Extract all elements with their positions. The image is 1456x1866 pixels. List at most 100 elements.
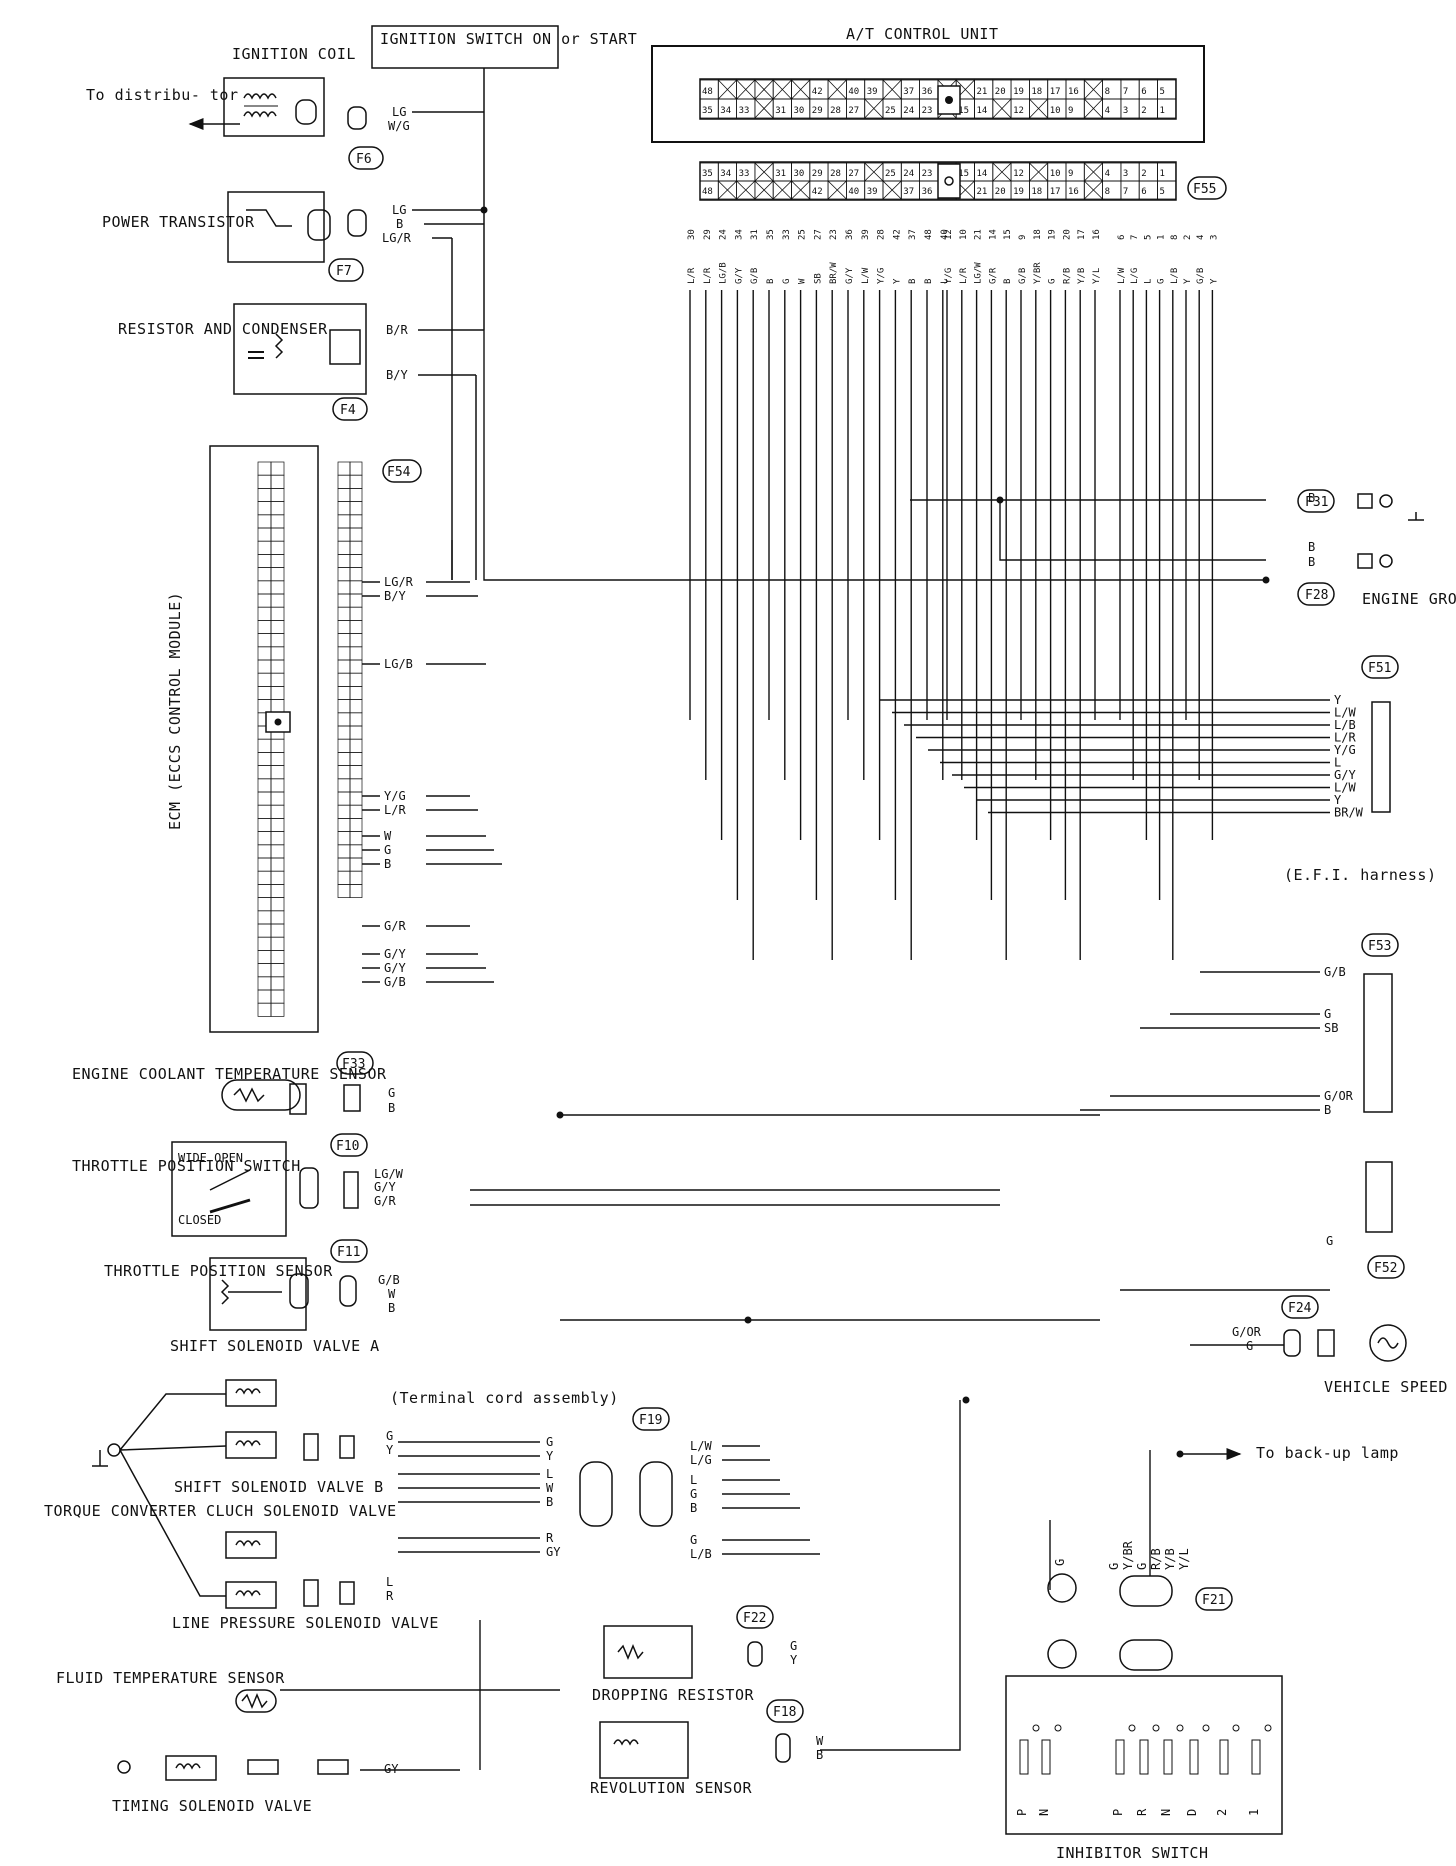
wire-pt-lg: LG: [392, 203, 406, 217]
ecm-wire-label: LG/R: [384, 575, 414, 589]
unit-pin: 3: [1123, 106, 1128, 116]
f53-wire-label: G/B: [1324, 965, 1346, 979]
terminal-number: 14: [988, 229, 998, 240]
wire-f24-gor: G/OR: [1232, 1325, 1262, 1339]
terminal-color: G: [782, 279, 792, 284]
connector-f19: F19: [639, 1413, 662, 1428]
terminal-number: 16: [1092, 229, 1102, 240]
f53-wire-label: G/OR: [1324, 1089, 1354, 1103]
unit-pin: 19: [1013, 87, 1024, 97]
header-pin: 36: [922, 187, 933, 197]
inhibitor-position: 2: [1215, 1809, 1229, 1816]
connector-f24: F24: [1288, 1301, 1312, 1316]
header-pin: 16: [1068, 187, 1079, 197]
terminal-number: 12: [944, 229, 954, 240]
terminal-number: 1: [1157, 235, 1167, 240]
f19-wire-label: L/G: [690, 1453, 712, 1467]
header-pin: 35: [702, 169, 713, 179]
at-control-unit-title: A/T CONTROL UNIT: [846, 25, 999, 43]
f53-wire-label: SB: [1324, 1021, 1338, 1035]
wide-open-label: WIDE OPEN: [178, 1151, 243, 1165]
f53-wire-label: B: [1324, 1103, 1331, 1117]
terminal-number: 6: [1117, 235, 1127, 240]
header-pin: 15: [958, 169, 969, 179]
wire-lp-r: R: [386, 1589, 394, 1603]
terminal-number: 25: [798, 229, 808, 240]
wire-f28-b2: B: [1308, 555, 1315, 569]
line-pressure-label: LINE PRESSURE SOLENOID VALVE: [172, 1614, 439, 1632]
wire-tpsen-b: B: [388, 1301, 395, 1315]
f53-wire-label: G: [1324, 1007, 1331, 1021]
unit-pin: 17: [1050, 87, 1061, 97]
wire-f24-g: G: [1246, 1339, 1253, 1353]
header-pin: 48: [702, 187, 713, 197]
terminal-color: G/B: [750, 268, 760, 284]
header-pin: 17: [1050, 187, 1061, 197]
resistor-condenser-label: RESISTOR AND CONDENSER: [118, 320, 328, 338]
header-pin: 25: [885, 169, 896, 179]
back-up-lamp: To back-up lamp: [1176, 1444, 1399, 1462]
wire-tps-gy: G/Y: [374, 1180, 396, 1194]
unit-pin: 2: [1141, 106, 1146, 116]
ecm: ECM (ECCS CONTROL MODULE) F54 LG/RB/YLG/…: [166, 445, 422, 1033]
connector-f7: F7: [336, 264, 352, 279]
ground-connectors: F31 B F28 B B ENGINE GROUND: [1297, 489, 1456, 608]
header-pin: 21: [977, 187, 988, 197]
terminal-color: L/W: [861, 267, 871, 284]
cord-left-label: R: [546, 1531, 554, 1545]
back-up-lamp-label: To back-up lamp: [1256, 1444, 1399, 1462]
header-pin: 8: [1105, 187, 1110, 197]
terminal-color: G/Y: [734, 267, 744, 284]
terminal-number: 23: [829, 229, 839, 240]
connector-f28: F28: [1305, 588, 1328, 603]
f19-wire-label: L: [690, 1473, 697, 1487]
terminal-color: BR/W: [829, 262, 839, 284]
power-transistor: POWER TRANSISTOR LG B LG/R F7: [102, 191, 488, 580]
unit-pin: 21: [977, 87, 988, 97]
f51-wire-label: G/Y: [1334, 768, 1356, 782]
terminal-color: G/Y: [845, 267, 855, 284]
terminal-number: 35: [766, 229, 776, 240]
unit-pin: 6: [1141, 87, 1146, 97]
terminal-number: 30: [687, 229, 697, 240]
f51-wire-label: Y: [1334, 793, 1342, 807]
unit-pin: 37: [903, 87, 914, 97]
terminal-number: 31: [750, 229, 760, 240]
header-pin: 29: [812, 169, 823, 179]
wire-rc-by: B/Y: [386, 368, 408, 382]
wire-rev-b: B: [816, 1748, 823, 1762]
f51-wire-label: L: [1334, 756, 1341, 770]
connector-f21: F21: [1202, 1593, 1225, 1608]
dropping-resistor: DROPPING RESISTOR F22 G Y: [592, 1605, 798, 1704]
f21-wire-label: G: [1107, 1563, 1121, 1570]
ecm-wire-label: B/Y: [384, 589, 406, 603]
header-pin: 40: [848, 187, 859, 197]
inhibitor-position: 1: [1247, 1809, 1261, 1816]
inhibitor-switch-label: INHIBITOR SWITCH: [1056, 1844, 1209, 1862]
terminal-color: Y/G: [877, 268, 887, 284]
unit-pin: 10: [1050, 106, 1061, 116]
f19-wire-label: B: [690, 1501, 697, 1515]
terminal-labels: 30L/R29L/R24LG/B34G/Y31G/B35B33G25W27SB2…: [687, 229, 1219, 284]
terminal-number: 17: [1077, 229, 1087, 240]
coolant-sensor-label: ENGINE COOLANT TEMPERATURE SENSOR: [72, 1065, 387, 1083]
terminal-number: 37: [908, 229, 918, 240]
inhibitor-g-label: G: [1053, 1559, 1067, 1566]
unit-pin: 9: [1068, 106, 1073, 116]
terminal-cord-assembly: (Terminal cord assembly) F19 GYLWBRGYL/W…: [390, 1389, 712, 1561]
unit-pin: 20: [995, 87, 1006, 97]
inhibitor-position: P: [1111, 1809, 1125, 1816]
terminal-color: Y/G: [944, 268, 954, 284]
wire-f28-b1: B: [1308, 540, 1315, 554]
wire-sol-g: G: [386, 1429, 393, 1443]
unit-pin: 27: [848, 106, 859, 116]
terminal-number: 27: [813, 229, 823, 240]
unit-pin: 24: [903, 106, 914, 116]
dropping-resistor-label: DROPPING RESISTOR: [592, 1686, 754, 1704]
f51-wire-label: L/W: [1334, 781, 1356, 795]
terminal-color: L: [940, 279, 950, 284]
